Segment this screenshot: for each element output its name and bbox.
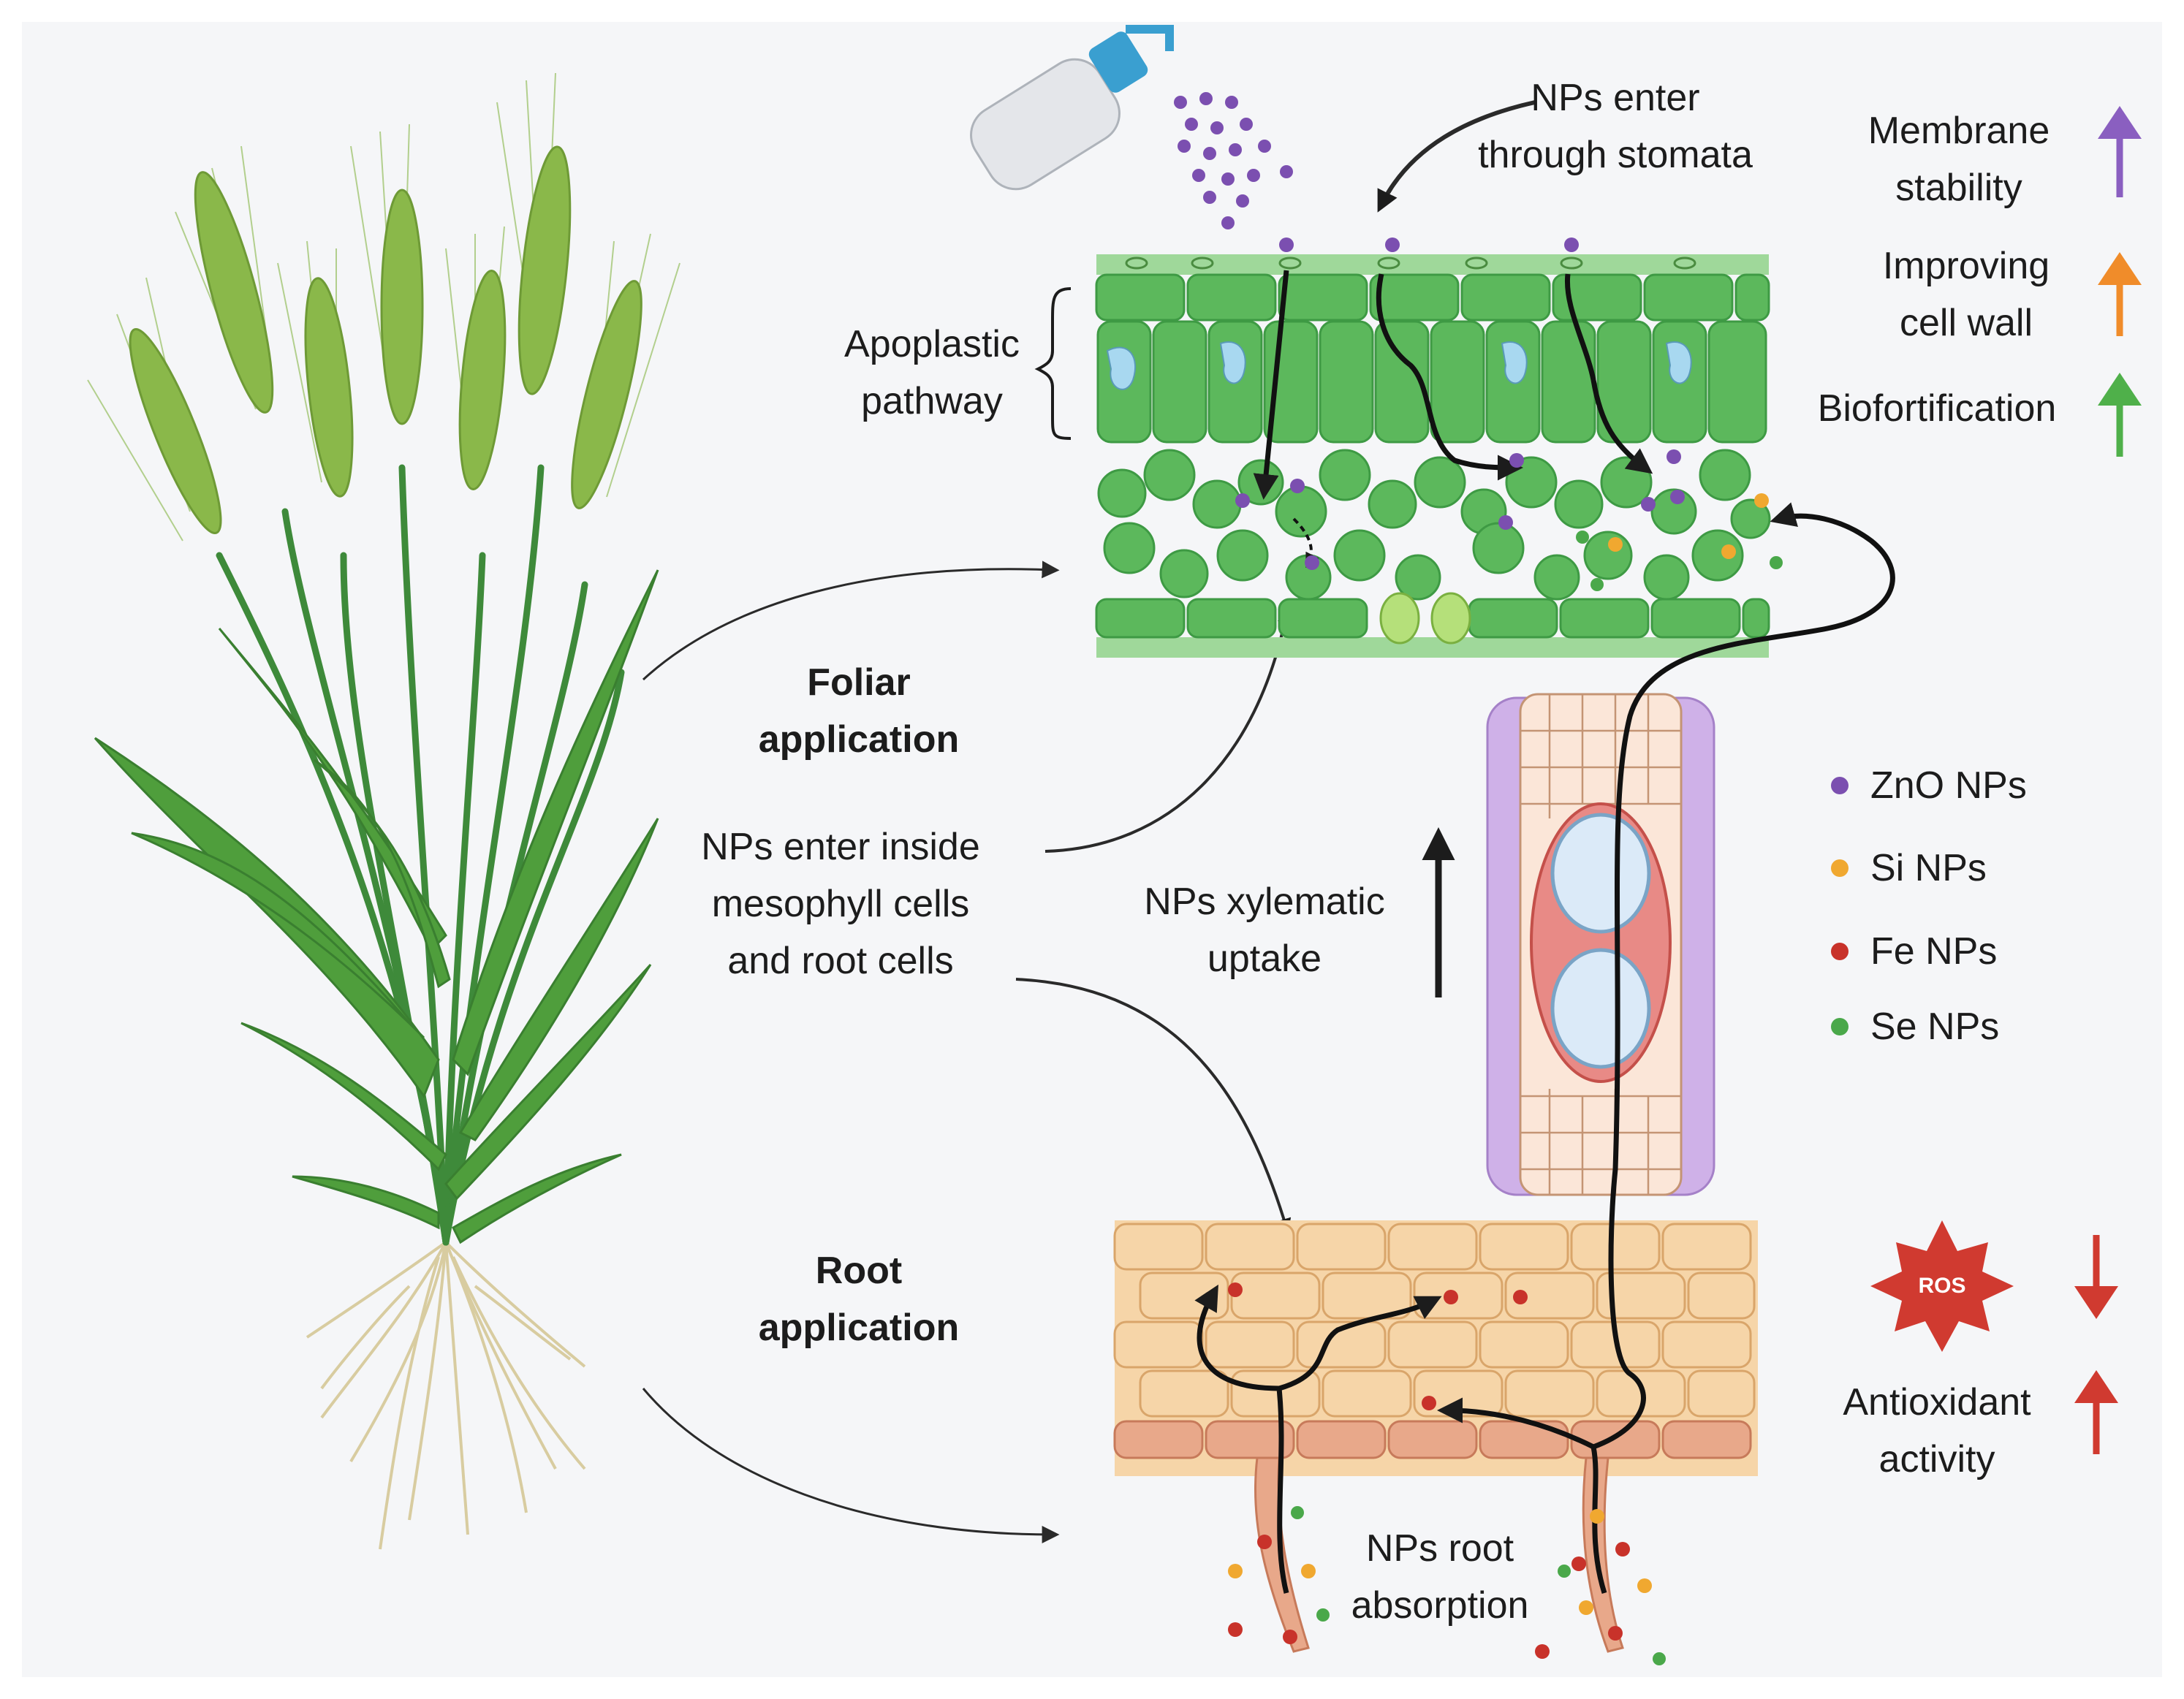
legend-item-fe: Fe NPs (1831, 930, 1997, 973)
legend-item-se: Se NPs (1831, 1005, 1999, 1049)
spray-droplets (1174, 92, 1293, 229)
foliar-arrow (642, 560, 1060, 681)
leaf-nanoparticles (1235, 237, 1783, 591)
apoplastic-brace (1034, 287, 1072, 440)
plant-roots (306, 1241, 586, 1550)
si-dot-icon (1831, 859, 1849, 877)
stomata-arrow (1377, 100, 1536, 213)
xylem-section (1486, 693, 1715, 1196)
legend-item-si: Si NPs (1831, 846, 1987, 890)
to-root-cells-arrow (1015, 978, 1292, 1234)
legend-item-zno: ZnO NPs (1831, 764, 2027, 807)
wheat-spikes (129, 145, 642, 534)
se-dot-icon (1831, 1018, 1849, 1035)
to-mesophyll-arrow (1044, 608, 1292, 853)
leaf-cross-section (1095, 237, 1783, 658)
root-nanoparticles (1228, 1282, 1666, 1665)
application-arrows (642, 100, 1536, 1543)
effect-arrows (2074, 106, 2142, 1454)
zno-dot-icon (1831, 777, 1849, 794)
spray-bottle (970, 25, 1174, 191)
root-cross-section (1113, 502, 1895, 1665)
wheat-plant-illustration (87, 72, 680, 1550)
biofortification-label: Biofortification (1817, 387, 2057, 430)
plant-leaves (94, 569, 659, 1244)
ros-burst-icon (1870, 1220, 2014, 1352)
fe-dot-icon (1831, 943, 1849, 960)
root-arrow (642, 1388, 1060, 1543)
ros-label: ROS (1918, 1274, 1966, 1298)
